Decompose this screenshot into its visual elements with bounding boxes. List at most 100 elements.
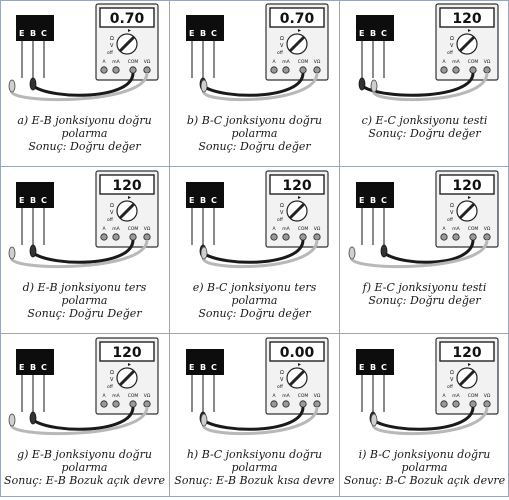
dial-off-label: off [447, 50, 454, 56]
black-lead [202, 72, 305, 97]
pin-label: E [359, 196, 364, 205]
red-probe [8, 246, 16, 260]
dial-pointer [458, 35, 476, 53]
red-probe [348, 246, 356, 260]
jack-label: mA [282, 59, 290, 65]
dial-ohm-label: Ω [280, 36, 284, 42]
pin-label: E [189, 196, 194, 205]
caption-line: f) E-C jonksiyonu testi [362, 281, 487, 294]
pin-label: C [211, 29, 217, 38]
diode-icon: ▸ [298, 361, 301, 368]
caption-line: polarma [231, 127, 278, 140]
jack-label: VΩ [144, 59, 151, 65]
meter-jack [282, 400, 290, 408]
meter-jack [440, 66, 448, 74]
red-probe [8, 413, 16, 427]
meter-display: 0.70 [280, 11, 315, 27]
black-lead [361, 72, 475, 97]
jack-label: A [102, 59, 106, 65]
meter-jack [299, 233, 307, 241]
jack-label: COM [128, 393, 139, 399]
meter-jack [143, 233, 151, 241]
pin-label: C [211, 363, 217, 372]
jack-label: COM [298, 226, 309, 232]
meter-jack [270, 233, 278, 241]
test-leads [199, 406, 319, 436]
jack-label: A [272, 226, 276, 232]
caption-line: Sonuç: Doğru değer [368, 127, 481, 140]
meter-jack [452, 233, 460, 241]
black-lead [202, 406, 305, 431]
caption-line: Sonuç: Doğru Değer [27, 307, 142, 320]
jack-label: COM [128, 226, 139, 232]
dial-off-label: off [447, 384, 454, 390]
dial-off-label: off [447, 217, 454, 223]
pin-label: B [200, 29, 206, 38]
dial-off-label: off [107, 50, 114, 56]
jack-label: VΩ [484, 59, 491, 65]
meter-jack [483, 66, 491, 74]
black-lead [383, 239, 475, 264]
meter-lcd [439, 341, 495, 362]
jack-label: mA [282, 226, 290, 232]
dial-off-label: off [277, 217, 284, 223]
pin-label: E [359, 363, 364, 372]
caption-line: g) E-B jonksiyonu doğru [17, 448, 152, 461]
dial-off-label: off [107, 217, 114, 223]
jack-label: COM [468, 226, 479, 232]
dial-v-label: V [110, 210, 114, 216]
jack-label: VΩ [314, 59, 321, 65]
grid-divider-h1 [0, 166, 509, 167]
meter-jack [313, 233, 321, 241]
dial-off-label: off [277, 384, 284, 390]
jack-label: VΩ [314, 393, 321, 399]
pin-label: C [41, 363, 47, 372]
dial-v-label: V [450, 43, 454, 49]
pin-label: C [381, 196, 387, 205]
pin-label: B [30, 29, 36, 38]
caption-line: polarma [61, 294, 108, 307]
caption-line: polarma [401, 461, 448, 474]
meter-jack [299, 400, 307, 408]
diode-icon: ▸ [128, 361, 131, 368]
black-probe [358, 77, 366, 91]
caption-line: Sonuç: B-C Bozuk açık devre [343, 474, 506, 487]
meter-jack [100, 233, 108, 241]
meter-lcd [269, 341, 325, 362]
dial-ohm-label: Ω [110, 36, 114, 42]
meter-display: 120 [112, 178, 141, 194]
diode-icon: ▸ [128, 194, 131, 201]
dial-off-label: off [107, 384, 114, 390]
pin-label: C [211, 196, 217, 205]
dial-v-label: V [450, 377, 454, 383]
dial-v-label: V [280, 210, 284, 216]
meter-jack [452, 400, 460, 408]
jack-label: A [272, 59, 276, 65]
red-lead [372, 406, 489, 436]
dial-ohm-label: Ω [280, 370, 284, 376]
meter-jack [469, 66, 477, 74]
diode-icon: ▸ [298, 194, 301, 201]
jack-label: VΩ [144, 226, 151, 232]
meter-jack [440, 400, 448, 408]
meter-jack [112, 233, 120, 241]
jack-label: COM [468, 59, 479, 65]
